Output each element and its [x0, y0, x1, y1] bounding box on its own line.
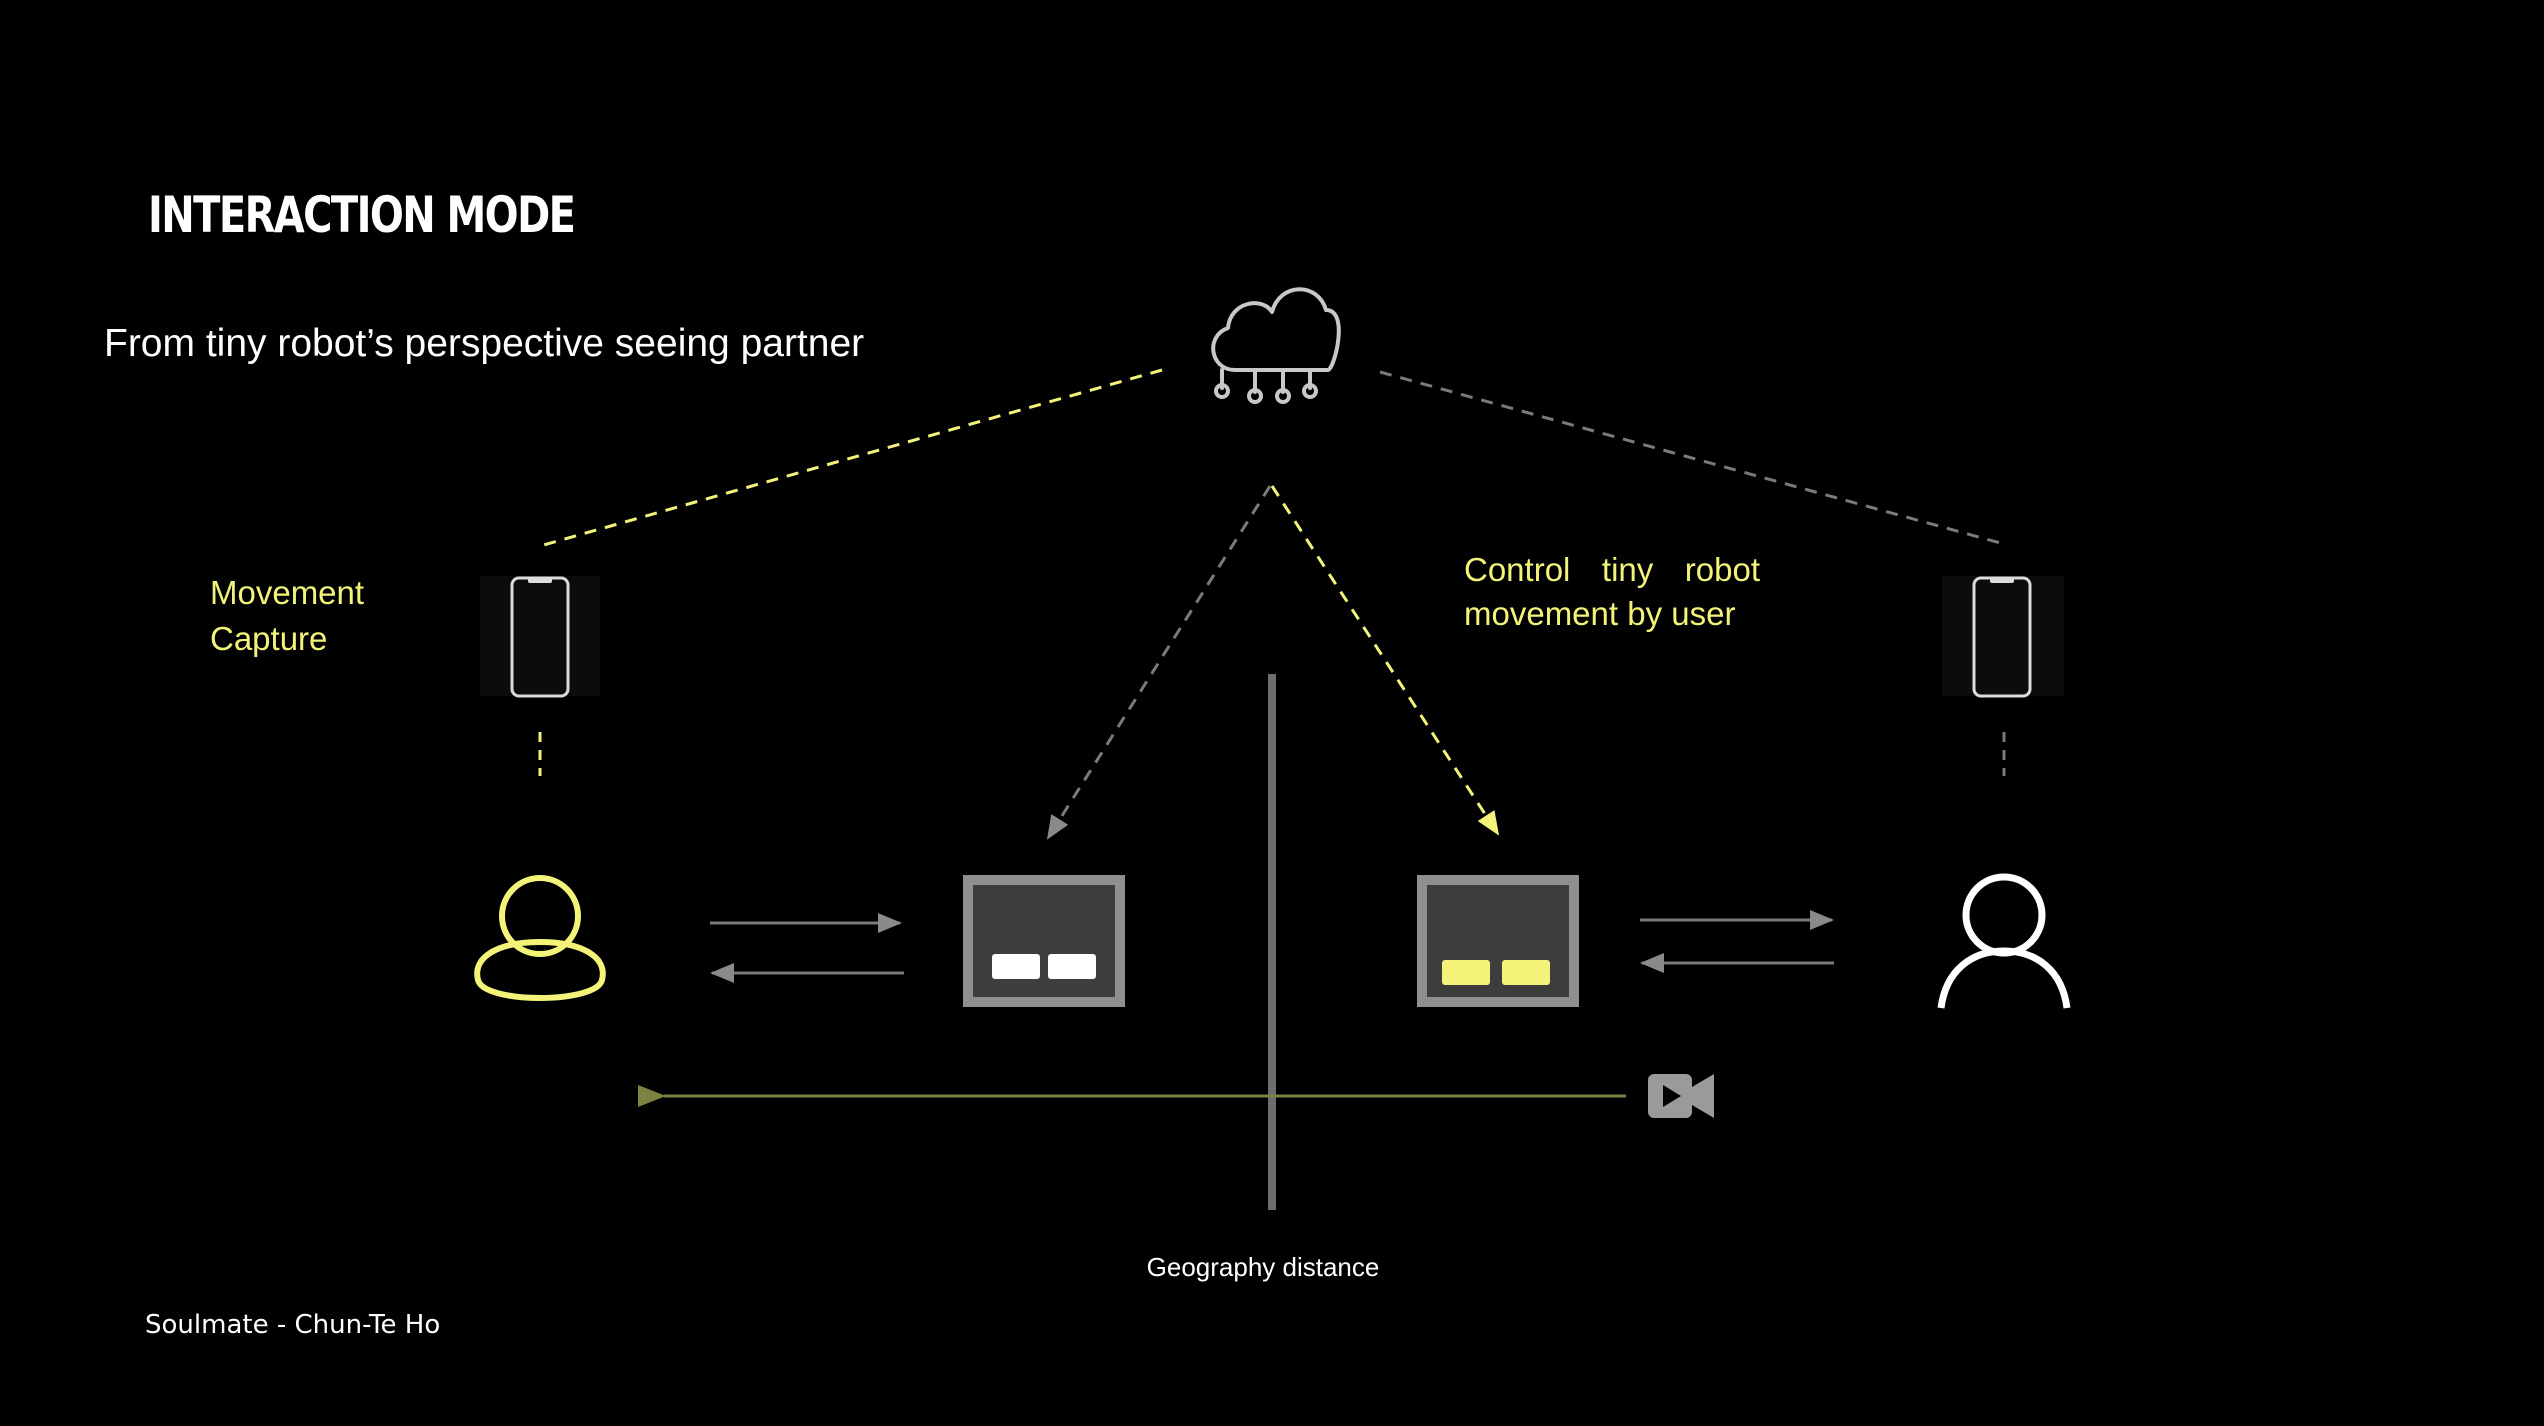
video-camera-icon [1648, 1074, 1714, 1118]
user-icon [474, 875, 606, 1001]
geography-distance-label: Geography distance [1146, 1252, 1380, 1282]
cloud-to-left-phone-link [539, 368, 1163, 548]
robot-screen-icon [1417, 875, 1579, 1007]
movement-capture-label-line1: Movement [210, 574, 365, 611]
cloud-network-icon [1211, 287, 1341, 404]
footer-credit: Soulmate - Chun-Te Ho [145, 1310, 441, 1340]
control-word: Control [1464, 551, 1571, 588]
control-word: tiny [1601, 551, 1654, 588]
movement-capture-label: Movement Capture [210, 570, 364, 662]
slide-title: INTERACTION MODE [148, 186, 576, 244]
control-robot-label: Control tiny robot movement by user [1464, 548, 1760, 636]
smartphone-icon [480, 576, 600, 698]
movement-capture-label-line2: Capture [210, 620, 328, 657]
control-robot-label-line1: Control tiny robot [1464, 548, 1760, 592]
smartphone-icon [1942, 576, 2064, 698]
control-word: robot [1684, 551, 1760, 588]
cloud-to-right-robot-arrow [1270, 485, 1500, 836]
control-robot-label-line2: movement by user [1464, 595, 1736, 632]
cloud-to-right-phone-link [1379, 370, 2005, 546]
slide-subtitle: From tiny robot’s perspective seeing par… [104, 322, 865, 365]
robot-screen-icon [963, 875, 1125, 1007]
cloud-to-left-robot-arrow [1046, 485, 1272, 840]
user-icon [1937, 873, 2071, 1009]
